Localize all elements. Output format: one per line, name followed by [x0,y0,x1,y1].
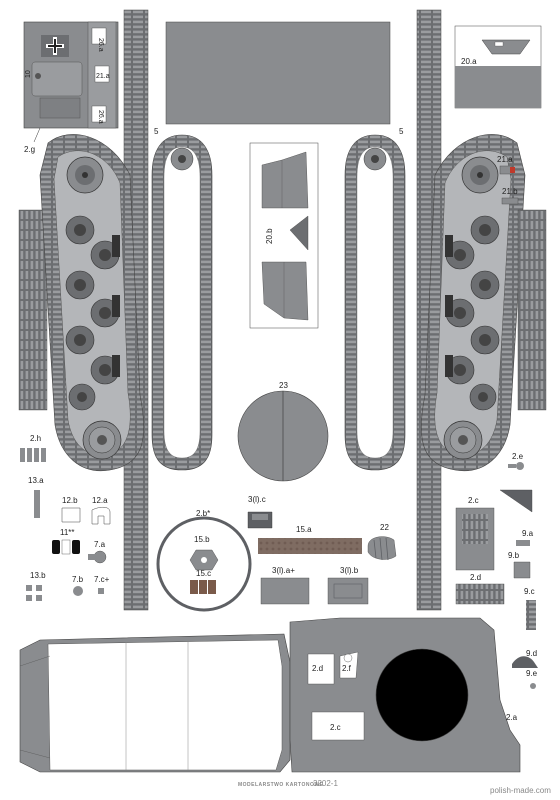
footer-site: polish-made.com [490,786,551,795]
label-13b: 13.b [30,571,46,580]
label-20a: 20.a [461,57,477,66]
label-21a-plate: 21.a [96,73,110,80]
part-9e [530,683,536,689]
label-7b: 7.b [72,575,84,584]
part-23-disc [237,390,329,482]
label-3la: 3(l).a+ [272,566,295,575]
label-2g: 2.g [24,145,35,154]
label-12a: 12.a [92,496,108,505]
part-turret-deck [289,617,521,773]
part-21a-red [510,167,515,173]
part-15c [190,580,216,594]
track-loop-left [151,134,213,471]
suspension-left [39,133,145,472]
footer-brand: MODELARSTWO KARTONOWE [238,782,324,788]
part-7a [88,550,107,564]
label-9a: 9.a [522,529,534,538]
part-9a [516,540,530,546]
part-2e [508,462,524,470]
label-3lb: 3(l).b [340,566,359,575]
part-22 [367,536,397,561]
label-26a-bottom: 26.a [97,110,104,124]
label-2d: 2.d [312,664,323,673]
track-loop-right [344,134,406,471]
part-9d [512,656,538,668]
label-15a: 15.a [296,525,312,534]
label-2c-top: 2.c [468,496,479,505]
part-9c [526,600,536,630]
part-13b [26,585,42,601]
part-2h [20,448,46,462]
part-2d-top [455,583,505,605]
part-7b [73,586,83,596]
part-15b [189,549,219,571]
part-20a [454,25,542,109]
part-9b [513,561,531,579]
label-10: 10 [25,70,32,78]
label-7a: 7.a [94,540,106,549]
label-2b: 2.b* [196,509,210,518]
part-3la [260,577,310,605]
part-20b [249,142,319,329]
part-rear-plate [23,21,119,129]
leader-2g [33,127,41,143]
footer-code: 3202-1 [313,779,338,788]
label-2d-top: 2.d [470,573,481,582]
label-12b: 12.b [62,496,78,505]
label-7c: 7.c+ [94,575,110,584]
label-9e: 9.e [526,669,538,678]
label-2a: 2.a [506,713,518,722]
label-11: 11** [60,528,75,537]
label-5-left: 5 [154,127,159,136]
label-20b: 20.b [265,228,274,244]
label-23: 23 [279,381,288,390]
part-11 [52,539,80,555]
label-2f: 2.f [342,664,352,673]
label-3lc: 3(l).c [248,495,266,504]
part-12a [91,507,111,525]
track-side-right [517,209,547,411]
label-21a: 21.a [497,155,513,164]
label-9d: 9.d [526,649,537,658]
label-15b: 15.b [194,535,210,544]
part-3lb [327,577,369,605]
suspension-right [420,133,526,472]
part-2b-ring [156,516,252,612]
part-7c [98,588,104,594]
label-22: 22 [380,523,389,532]
label-5-right: 5 [399,127,404,136]
label-26a-top: 26.a [97,38,104,52]
track-side-left [18,209,48,411]
label-13a: 13.a [28,476,44,485]
part-12b [61,507,81,523]
label-21b: 21.b [502,187,518,196]
part-21b [501,197,519,205]
part-2c-top [455,507,495,571]
part-hull-bottom [19,633,291,773]
part-deck-plate [165,21,391,125]
part-wedge [499,489,533,513]
label-2c: 2.c [330,723,341,732]
label-2e: 2.e [512,452,524,461]
label-9c: 9.c [524,587,535,596]
part-13a [34,490,40,518]
label-9b: 9.b [508,551,520,560]
label-15c: 15.c [196,569,211,578]
label-2h: 2.h [30,434,41,443]
